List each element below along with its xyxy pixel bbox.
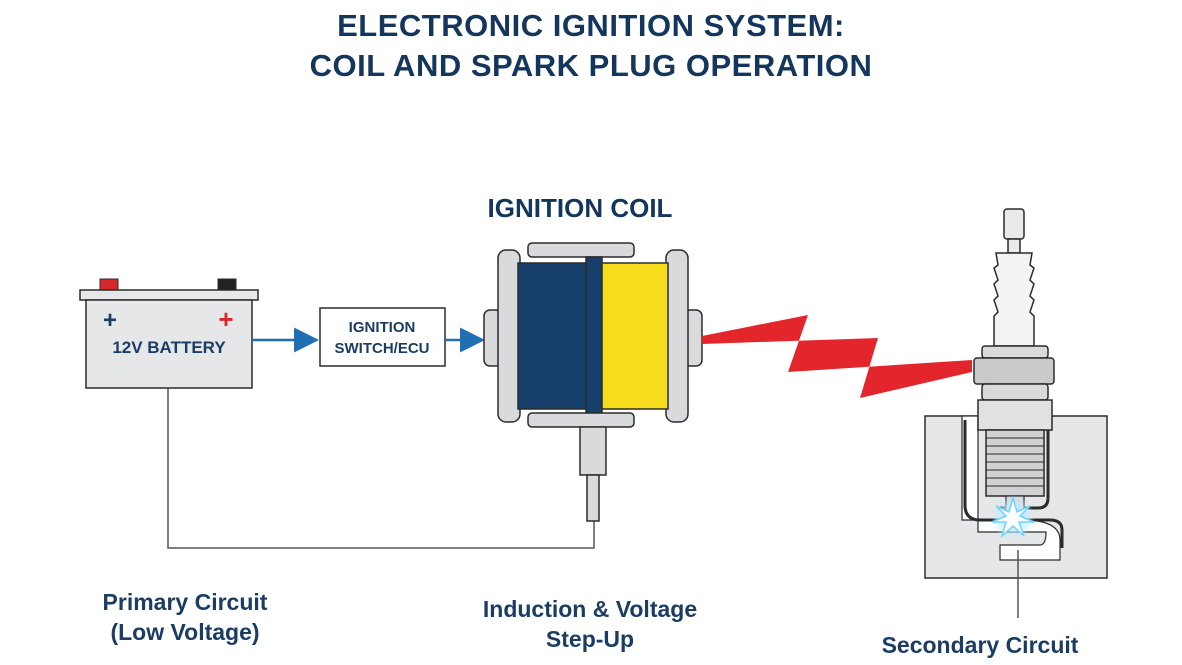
coil-top-cap (527, 242, 635, 258)
coil-title: IGNITION COIL (487, 193, 673, 223)
plug-terminal-neck (1007, 238, 1021, 254)
plug-thread-lines (986, 437, 1044, 487)
ignition-coil (483, 242, 703, 522)
plug-terminal-tip (1003, 208, 1025, 240)
battery-lid (79, 289, 259, 301)
coil-stem (579, 426, 607, 476)
coil-left-flange (497, 249, 521, 423)
plug-hex-nut (973, 357, 1055, 385)
coil-pin (586, 474, 600, 522)
secondary-caption-line-1: Secondary Circuit (881, 632, 1079, 658)
plug-insulator (993, 252, 1035, 347)
secondary-winding (597, 262, 669, 410)
battery-positive-terminal (217, 278, 237, 292)
secondary-circuit-caption: Secondary Circuit (850, 630, 1110, 660)
coil-core (585, 256, 603, 414)
battery-label: 12V BATTERY (112, 338, 226, 357)
primary-circuit-wire (167, 388, 595, 549)
spark-icon (991, 495, 1035, 540)
plug-hex-top (981, 345, 1049, 359)
induction-caption: Induction & Voltage Step-Up (440, 594, 740, 654)
induction-caption-line-1: Induction & Voltage (482, 596, 698, 622)
switch-label-line-2: SWITCH/ECU (335, 340, 430, 357)
induction-caption-line-2: Step-Up (545, 626, 635, 652)
title-line-1: ELECTRONIC IGNITION SYSTEM: (337, 8, 845, 43)
primary-caption-line-1: Primary Circuit (102, 589, 268, 615)
switch-box (319, 307, 446, 367)
plug-hex-bottom (981, 383, 1049, 401)
primary-circuit-caption: Primary Circuit (Low Voltage) (60, 587, 310, 647)
plug-seat (977, 399, 1053, 431)
high-voltage-bolt (702, 315, 972, 398)
diagram-title: ELECTRONIC IGNITION SYSTEM: COIL AND SPA… (0, 6, 1182, 86)
plug-threads (985, 429, 1045, 497)
spark-plug (973, 208, 1055, 511)
primary-caption-line-2: (Low Voltage) (110, 619, 260, 645)
battery-pos-symbol: + (218, 304, 233, 334)
battery-body (85, 299, 253, 389)
battery-negative-terminal (99, 278, 119, 292)
coil-bottom-cap (527, 412, 635, 428)
battery-neg-symbol: + (103, 307, 117, 334)
primary-winding (517, 262, 591, 410)
switch-label-line-1: IGNITION (349, 319, 416, 336)
ignition-switch-ecu: IGNITION SWITCH/ECU (319, 307, 446, 367)
coil-right-flange (665, 249, 689, 423)
battery: + + 12V BATTERY (79, 278, 259, 389)
title-line-2: COIL AND SPARK PLUG OPERATION (309, 48, 873, 83)
chamber-wall-right (1000, 420, 1050, 510)
